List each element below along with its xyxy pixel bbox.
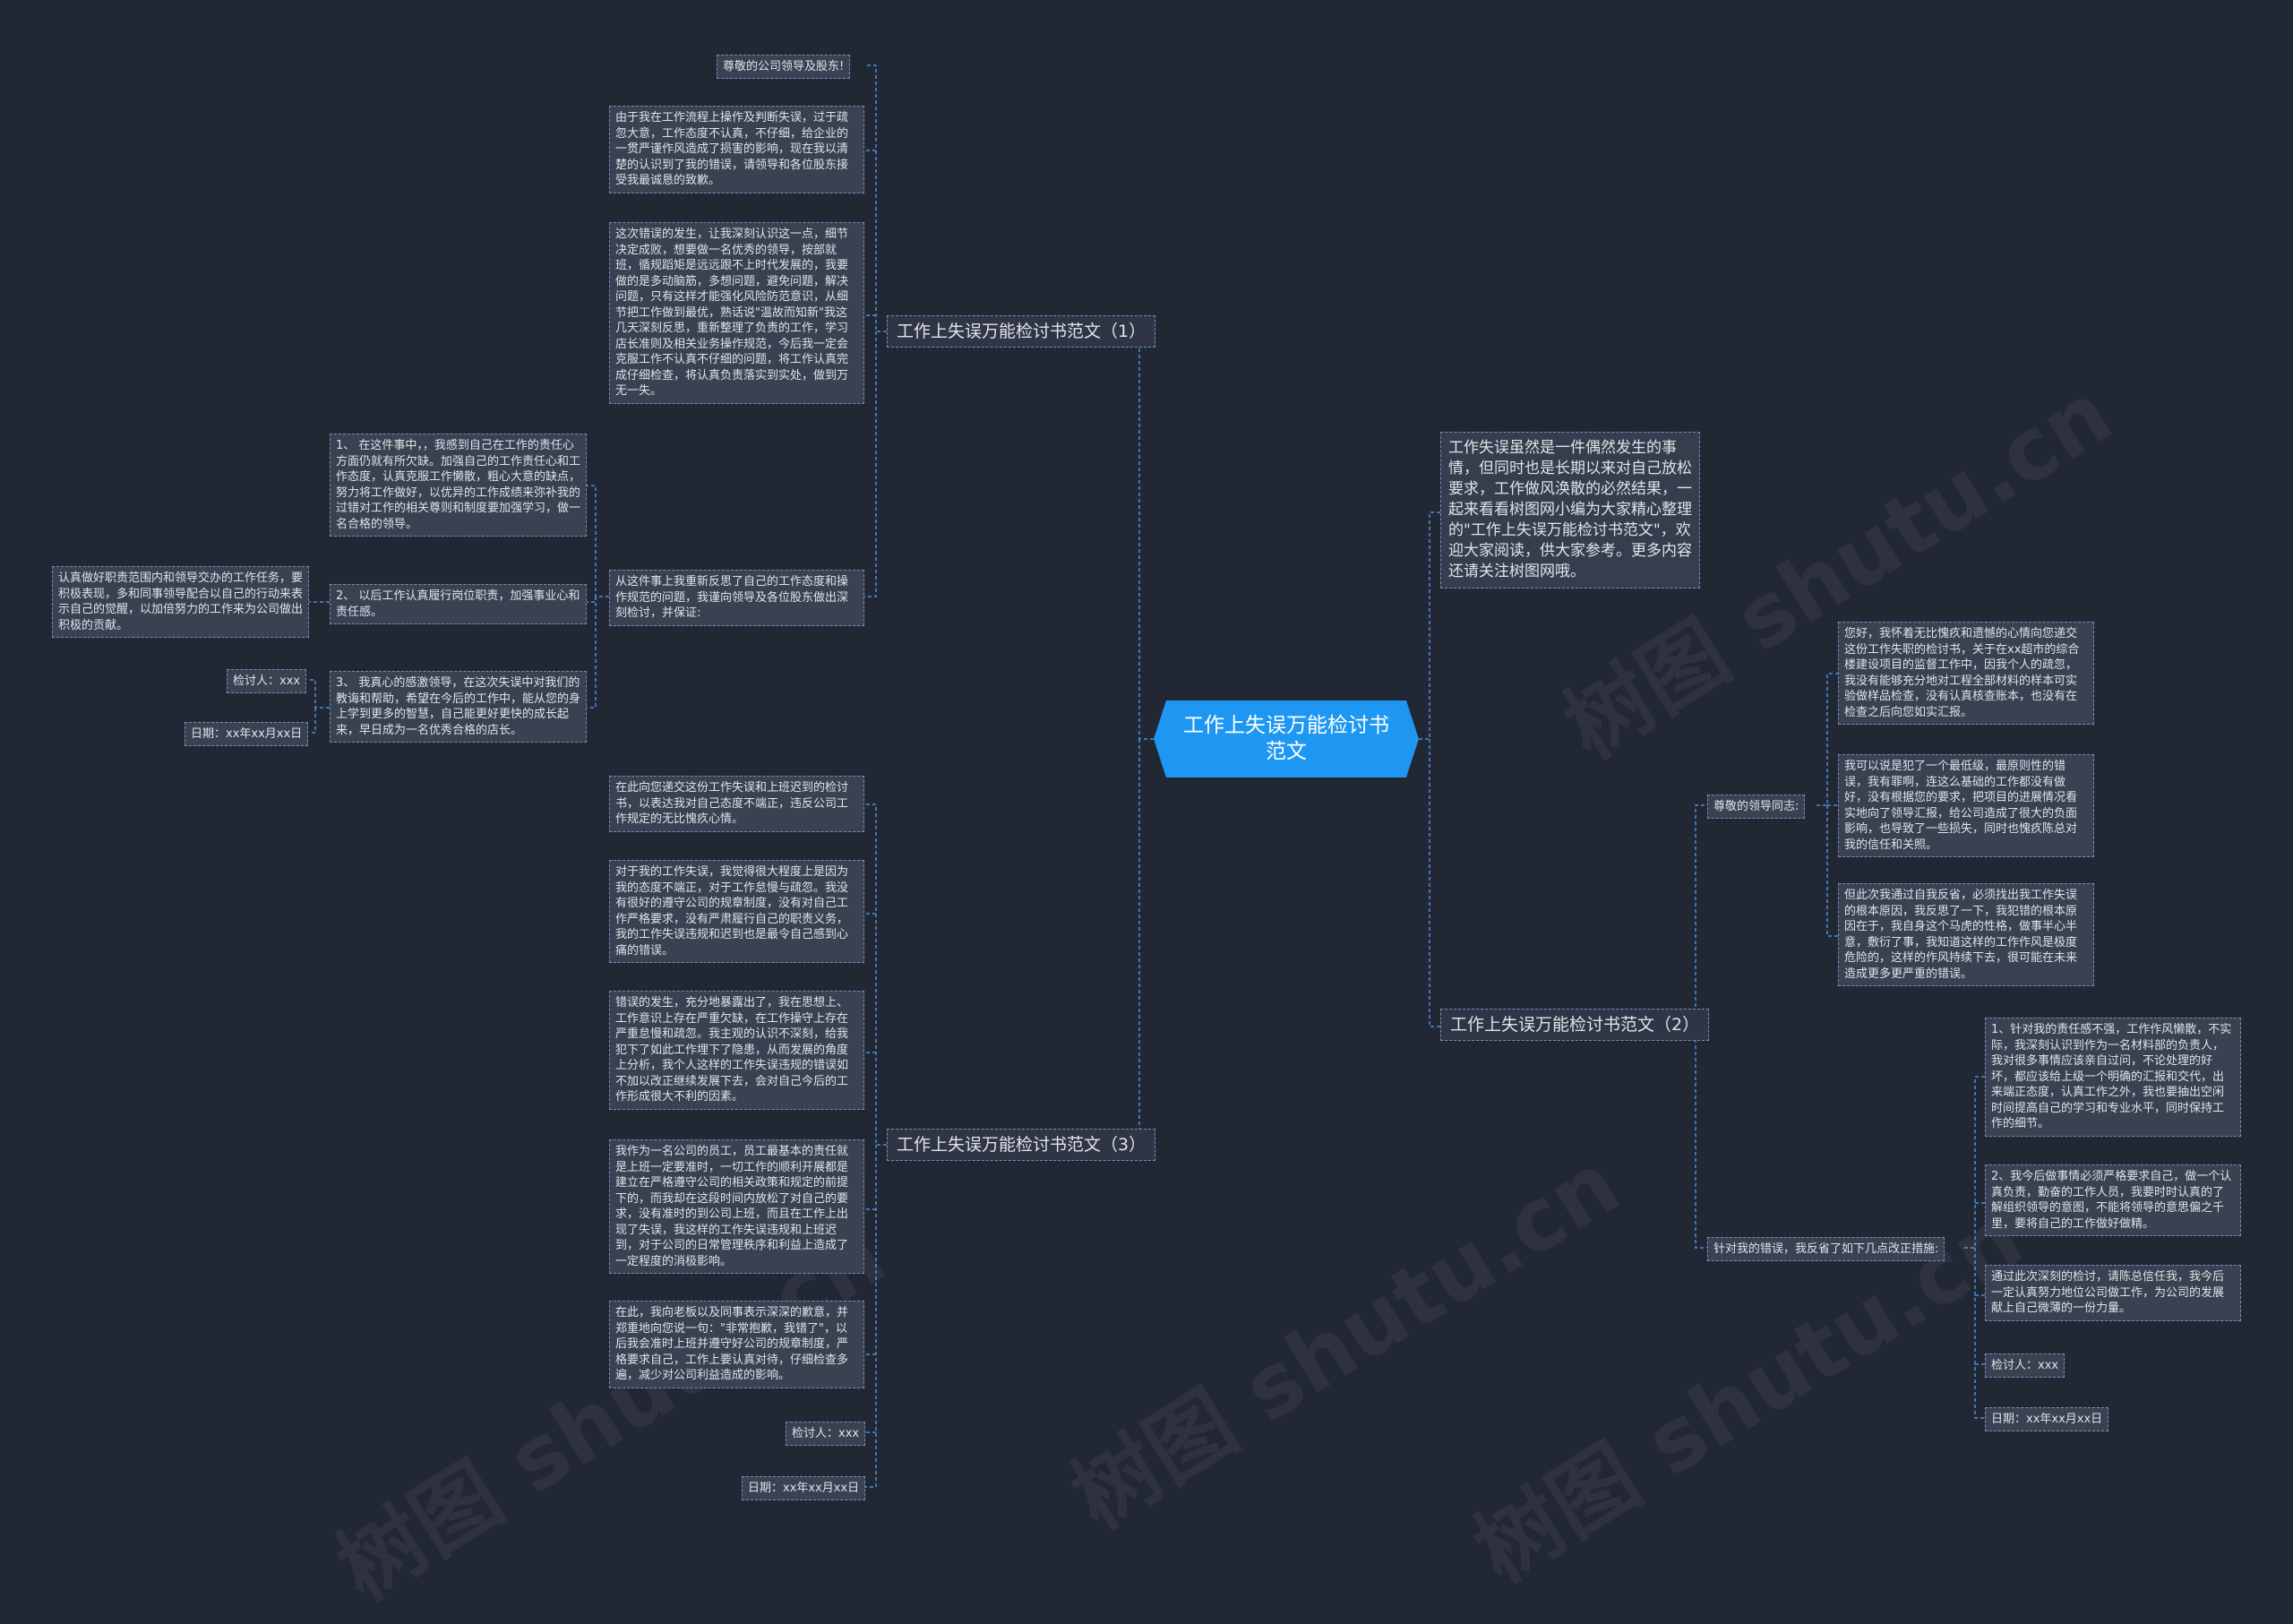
branch1-guarantee-3[interactable]: 3、 我真心的感激领导，在这次失误中对我们的教诲和帮助，希望在今后的工作中，能从…	[330, 671, 587, 743]
branch1-greeting[interactable]: 尊敬的公司领导及股东!	[717, 55, 851, 79]
branch-2[interactable]: 工作上失误万能检讨书范文（2）	[1440, 1009, 1710, 1041]
intro-node[interactable]: 工作失误虽然是一件偶然发生的事情，但同时也是长期以来对自己放松要求，工作做风涣散…	[1440, 432, 1700, 589]
branch1-paragraph-3[interactable]: 这次错误的发生，让我深刻认识这一点，细节决定成败，想要做一名优秀的领导，按部就班…	[609, 222, 864, 404]
branch2-date[interactable]: 日期：xx年xx月xx日	[1985, 1407, 2109, 1431]
branch2-closing[interactable]: 通过此次深刻的检讨，请陈总信任我，我今后一定认真努力地位公司做工作，为公司的发展…	[1985, 1265, 2241, 1321]
branch1-guarantee-2[interactable]: 2、 以后工作认真履行岗位职责，加强事业心和责任感。	[330, 584, 587, 624]
branch1-paragraph-4[interactable]: 从这件事上我重新反思了自己的工作态度和操作规范的问题，我谨向领导及各位股东做出深…	[609, 570, 864, 626]
branch3-paragraph-4[interactable]: 我作为一名公司的员工，员工最基本的责任就是上班一定要准时，一切工作的顺利开展都是…	[609, 1139, 864, 1274]
branch2-salutation-para-2[interactable]: 我可以说是犯了一个最低级，最原则性的错误，我有罪啊，连这么基础的工作都没有做好，…	[1838, 754, 2094, 857]
mindmap-canvas: 树图 shutu.cn 树图 shutu.cn 树图 shutu.cn 树图 s…	[52, 55, 2241, 1620]
branch2-measures[interactable]: 针对我的错误，我反省了如下几点改正措施:	[1707, 1237, 1945, 1261]
branch-1[interactable]: 工作上失误万能检讨书范文（1）	[887, 315, 1156, 348]
branch3-paragraph-1[interactable]: 在此向您递交这份工作失误和上班迟到的检讨书，以表达我对自己态度不端正，违反公司工…	[609, 776, 864, 832]
branch-3[interactable]: 工作上失误万能检讨书范文（3）	[887, 1129, 1156, 1161]
branch3-paragraph-2[interactable]: 对于我的工作失误，我觉得很大程度上是因为我的态度不端正，对于工作怠慢与疏忽。我没…	[609, 860, 864, 963]
branch1-date[interactable]: 日期：xx年xx月xx日	[185, 722, 309, 746]
branch2-signer[interactable]: 检讨人：xxx	[1985, 1353, 2065, 1378]
connector-lines	[309, 64, 1985, 1488]
branch2-salutation-para-3[interactable]: 但此次我通过自我反省，必须找出我工作失误的根本原因，我反思了一下，我犯错的根本原…	[1838, 883, 2094, 986]
branch3-date[interactable]: 日期：xx年xx月xx日	[742, 1476, 866, 1500]
branch1-guarantee-2-detail[interactable]: 认真做好职责范围内和领导交办的工作任务，要积极表现，多和同事领导配合以自己的行动…	[52, 566, 309, 638]
branch3-paragraph-5[interactable]: 在此，我向老板以及同事表示深深的歉意，并郑重地向您说一句："非常抱歉，我错了"，…	[609, 1301, 864, 1388]
branch1-guarantee-1[interactable]: 1、 在这件事中，，我感到自己在工作的责任心方面仍就有所欠缺。加强自己的工作责任…	[330, 434, 587, 537]
branch2-measure-1[interactable]: 1、针对我的责任感不强，工作作风懒散，不实际，我深刻认识到作为一名材料部的负责人…	[1985, 1018, 2241, 1137]
branch3-paragraph-3[interactable]: 错误的发生，充分地暴露出了，我在思想上、工作意识上存在严重欠缺，在工作操守上存在…	[609, 991, 864, 1110]
branch2-salutation-para-1[interactable]: 您好，我怀着无比愧疚和遗憾的心情向您递交这份工作失职的检讨书，关于在xx超市的综…	[1838, 622, 2094, 725]
root-topic[interactable]: 工作上失误万能检讨书范文	[1154, 700, 1419, 778]
branch2-salutation[interactable]: 尊敬的领导同志:	[1707, 795, 1806, 819]
branch1-paragraph-2[interactable]: 由于我在工作流程上操作及判断失误，过于疏忽大意，工作态度不认真，不仔细，给企业的…	[609, 106, 864, 193]
branch2-measure-2[interactable]: 2、我今后做事情必须严格要求自己，做一个认真负责，勤奋的工作人员，我要时时认真的…	[1985, 1164, 2241, 1236]
branch1-signer[interactable]: 检讨人：xxx	[227, 669, 307, 693]
branch3-signer[interactable]: 检讨人：xxx	[786, 1422, 866, 1446]
